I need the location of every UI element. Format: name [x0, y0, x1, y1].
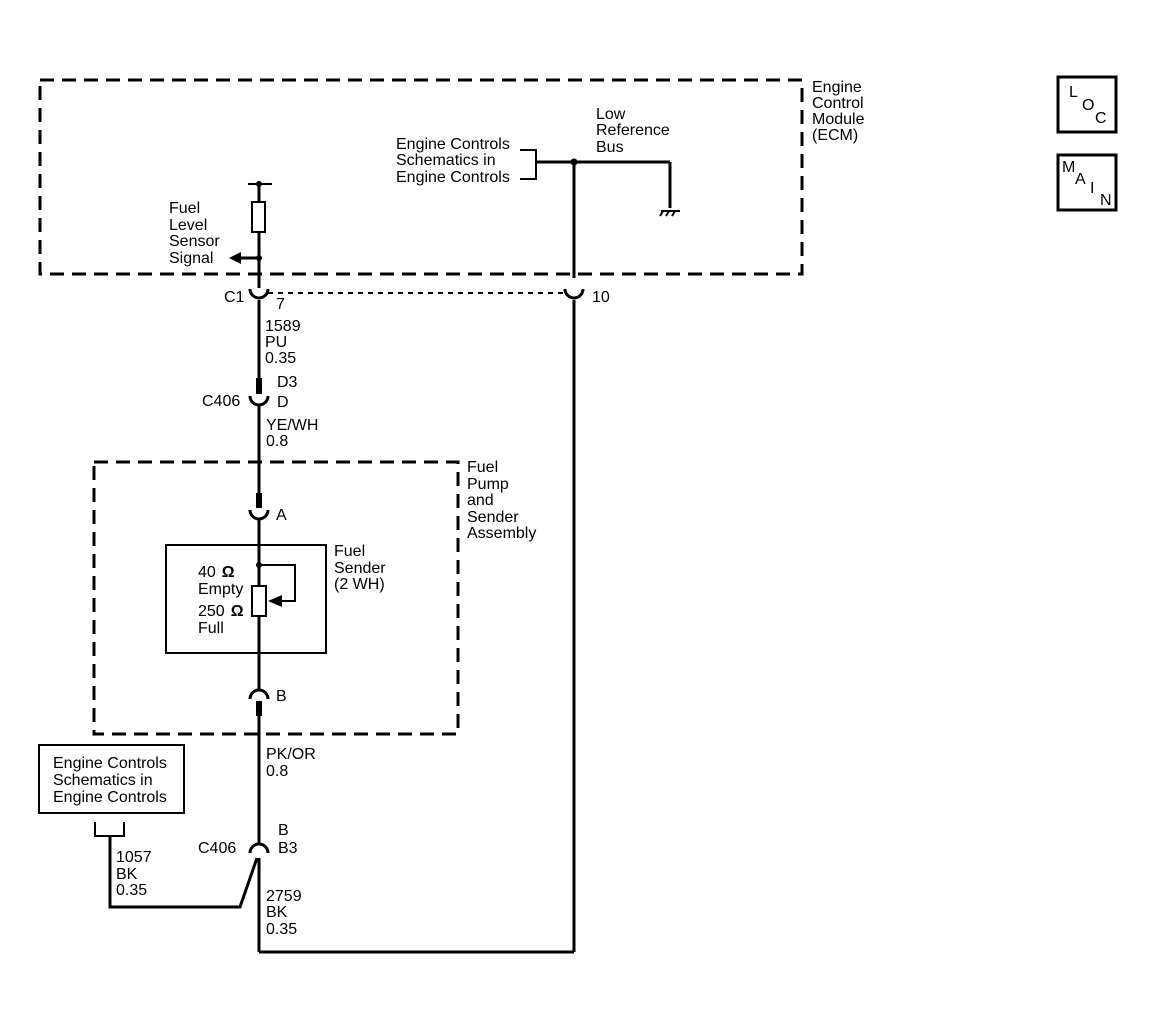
main-nav-button[interactable]: M A I N — [1056, 153, 1118, 212]
svg-text:Fuel: Fuel — [334, 543, 365, 560]
svg-text:Engine: Engine — [812, 79, 862, 96]
connector-c1-pin7-icon — [248, 288, 270, 300]
svg-text:Empty: Empty — [198, 581, 243, 598]
svg-text:0.35: 0.35 — [266, 921, 297, 938]
svg-text:Engine Controls: Engine Controls — [396, 169, 510, 186]
wire-1057 — [108, 836, 259, 909]
svg-text:Control: Control — [812, 95, 864, 112]
svg-text:1589: 1589 — [265, 318, 301, 335]
svg-text:Schematics in: Schematics in — [396, 152, 496, 169]
svg-text:Sender: Sender — [467, 509, 519, 526]
ref-engine-controls-top[interactable]: Engine Controls Schematics in Engine Con… — [396, 136, 510, 186]
svg-text:Fuel: Fuel — [467, 459, 498, 476]
svg-text:1057: 1057 — [116, 849, 152, 866]
fuel-sender-box — [165, 544, 327, 654]
ground-icon — [659, 162, 680, 217]
svg-text:C: C — [1095, 110, 1107, 127]
connector-c406-top-pin-lower: D — [277, 394, 289, 411]
svg-text:BK: BK — [266, 904, 288, 921]
svg-text:M: M — [1062, 159, 1075, 176]
connector-c406-bottom-pin-lower: B3 — [278, 840, 298, 857]
wiper-lead — [259, 564, 296, 602]
svg-text:(2 WH): (2 WH) — [334, 576, 385, 593]
svg-text:O: O — [1082, 97, 1094, 114]
svg-text:Signal: Signal — [169, 250, 213, 267]
svg-text:Low: Low — [596, 106, 626, 123]
svg-text:PU: PU — [265, 334, 287, 351]
svg-text:(ECM): (ECM) — [812, 127, 858, 144]
pin-a-label: A — [276, 507, 287, 524]
connector-c1-name: C1 — [224, 289, 245, 306]
fuel-level-sensor-signal-label: Fuel Level Sensor Signal — [169, 200, 220, 267]
svg-text:BK: BK — [116, 866, 138, 883]
wire-pk-or-label: PK/OR 0.8 — [266, 746, 316, 780]
connector-c406-bottom-name: C406 — [198, 840, 236, 857]
svg-text:Level: Level — [169, 217, 207, 234]
ecm-enclosure — [38, 78, 804, 276]
wire-2759-label: 2759 BK 0.35 — [266, 888, 302, 938]
svg-text:Sender: Sender — [334, 560, 386, 577]
svg-text:Sensor: Sensor — [169, 233, 220, 250]
connector-c406-top-name: C406 — [202, 393, 240, 410]
fuel-pump-sender-assembly-label: Fuel Pump and Sender Assembly — [467, 459, 536, 542]
ref-bracket-bottom — [94, 822, 125, 837]
ecm-label: Engine Control Module (ECM) — [812, 79, 865, 144]
pin-b-label: B — [276, 688, 287, 705]
signal-arrow-icon — [229, 252, 241, 264]
svg-text:N: N — [1100, 192, 1112, 209]
fuel-sender-label: Fuel Sender (2 WH) — [334, 543, 386, 593]
svg-text:40Ω: 40Ω — [198, 564, 235, 581]
svg-text:Reference: Reference — [596, 122, 670, 139]
low-reference-label: Low Reference Bus — [596, 106, 670, 156]
svg-text:Assembly: Assembly — [467, 525, 536, 542]
svg-text:Pump: Pump — [467, 476, 509, 493]
svg-text:Full: Full — [198, 620, 224, 637]
wire-1589-label: 1589 PU 0.35 — [265, 318, 301, 367]
ref-engine-controls-bottom[interactable]: Engine Controls Schematics in Engine Con… — [53, 755, 167, 806]
connector-c406-female-icon — [248, 395, 270, 407]
ref-bracket-top — [520, 149, 537, 180]
pin-b-female-icon — [248, 688, 270, 700]
loc-nav-button[interactable]: L O C — [1056, 75, 1118, 134]
svg-text:Engine Controls: Engine Controls — [396, 136, 510, 153]
connector-c1-pin10: 10 — [592, 289, 610, 306]
connector-c406-top-pin-upper: D3 — [277, 374, 298, 391]
ref-engine-controls-bottom-box[interactable] — [38, 744, 185, 814]
wire-ye-wh-label: YE/WH 0.8 — [266, 417, 318, 450]
wiper-arrow-icon — [268, 595, 282, 607]
svg-text:0.35: 0.35 — [116, 882, 147, 899]
svg-text:Schematics in: Schematics in — [53, 772, 153, 789]
svg-text:Module: Module — [812, 111, 865, 128]
svg-text:Engine Controls: Engine Controls — [53, 789, 167, 806]
connector-c1-pin7: 7 — [276, 296, 285, 313]
connector-c406-bottom-pin-upper: B — [278, 822, 289, 839]
pin-a-female-icon — [248, 509, 270, 521]
svg-text:Bus: Bus — [596, 139, 624, 156]
svg-text:and: and — [467, 492, 494, 509]
svg-text:Engine Controls: Engine Controls — [53, 755, 167, 772]
wire-1057-label: 1057 BK 0.35 — [116, 849, 152, 899]
svg-text:A: A — [1075, 171, 1086, 188]
pin-b-male-icon — [256, 701, 262, 716]
connector-c406-male-icon — [256, 378, 262, 394]
svg-text:2759: 2759 — [266, 888, 302, 905]
fuel-pump-sender-assembly-enclosure — [92, 460, 460, 736]
svg-text:Fuel: Fuel — [169, 200, 200, 217]
variable-resistor-icon — [251, 585, 267, 617]
connector-c1-pin10-icon — [563, 288, 585, 300]
svg-text:YE/WH: YE/WH — [266, 417, 318, 434]
pull-up-resistor-icon — [251, 201, 266, 233]
svg-text:L: L — [1069, 84, 1078, 101]
svg-text:PK/OR: PK/OR — [266, 746, 316, 763]
svg-text:0.8: 0.8 — [266, 763, 288, 780]
svg-text:I: I — [1090, 180, 1094, 197]
svg-text:0.8: 0.8 — [266, 433, 288, 450]
connector-c406-bottom-icon — [248, 842, 270, 854]
pin-a-male-icon — [256, 493, 262, 508]
svg-text:0.35: 0.35 — [265, 350, 296, 367]
